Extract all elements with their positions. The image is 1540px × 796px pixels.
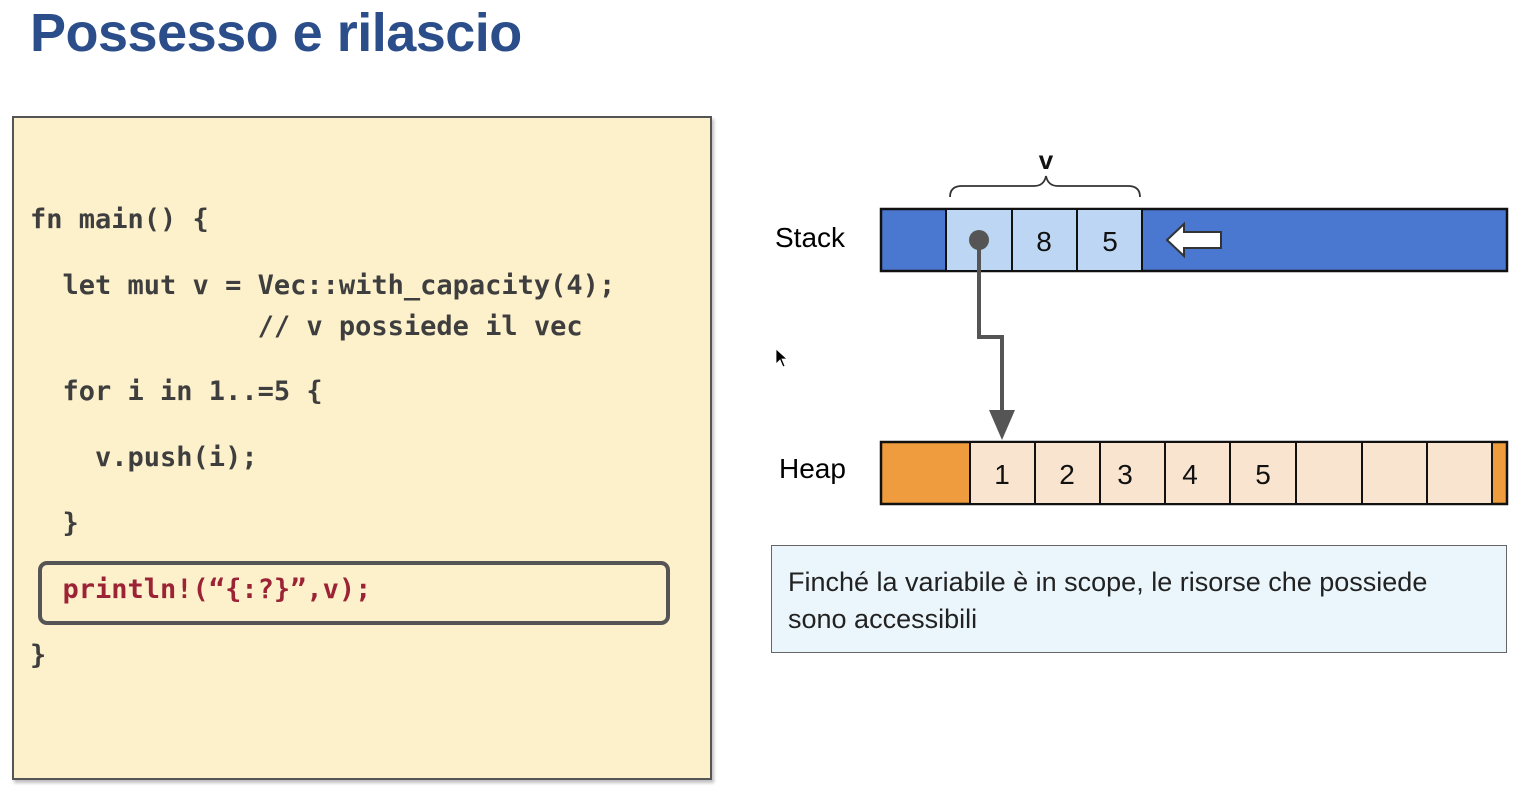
stack-cell-capacity [1076,208,1143,272]
code-panel: fn main() { let mut v = Vec::with_capaci… [12,116,712,780]
code-line-close-main: } [30,640,47,671]
heap-cell-text: 1 [994,459,1010,490]
heap-label: Heap [779,453,846,484]
stack-top-arrow-icon [1165,221,1222,259]
heap-cell-text: 3 [1117,459,1133,490]
heap-cell-text: 5 [1255,459,1271,490]
stack-cell-capacity-text: 5 [1102,226,1118,257]
code-line-println: println!(“{:?}”,v); [30,574,372,605]
heap-cell [1099,441,1166,505]
heap-cell [969,441,1036,505]
stack-label: Stack [775,222,846,253]
highlight-box [38,561,670,625]
code-comment: // v possiede il vec [30,311,583,342]
code-line-1: fn main() { [30,204,209,235]
heap-cell-text: 2 [1059,459,1075,490]
mouse-cursor-icon [775,348,789,368]
heap-cell [1034,441,1101,505]
pointer-arrow-head-icon [989,410,1015,440]
heap-cell [1426,441,1493,505]
stack-cell-length [1011,208,1078,272]
stack-cell-length-text: 8 [1036,226,1052,257]
code-line-close-for: } [30,508,79,539]
heap-cells: 1 2 3 4 5 [969,441,1493,505]
stack-cells: 8 5 [945,208,1143,272]
heap-cell-text: 4 [1182,459,1198,490]
note-text: Finché la variabile è in scope, le risor… [788,567,1428,634]
heap-cell [1164,441,1231,505]
note-box: Finché la variabile è in scope, le risor… [771,545,1507,653]
slide-title: Possesso e rilascio [30,3,522,63]
code-line-push: v.push(i); [30,442,258,473]
variable-brace [949,175,1141,198]
code-line-for: for i in 1..=5 { [30,376,323,407]
variable-label: v [1039,145,1054,175]
code-line-2: let mut v = Vec::with_capacity(4); [30,270,616,301]
pointer-arrow-line [977,240,1004,416]
heap-cell [1295,441,1363,505]
heap-cell [1361,441,1428,505]
